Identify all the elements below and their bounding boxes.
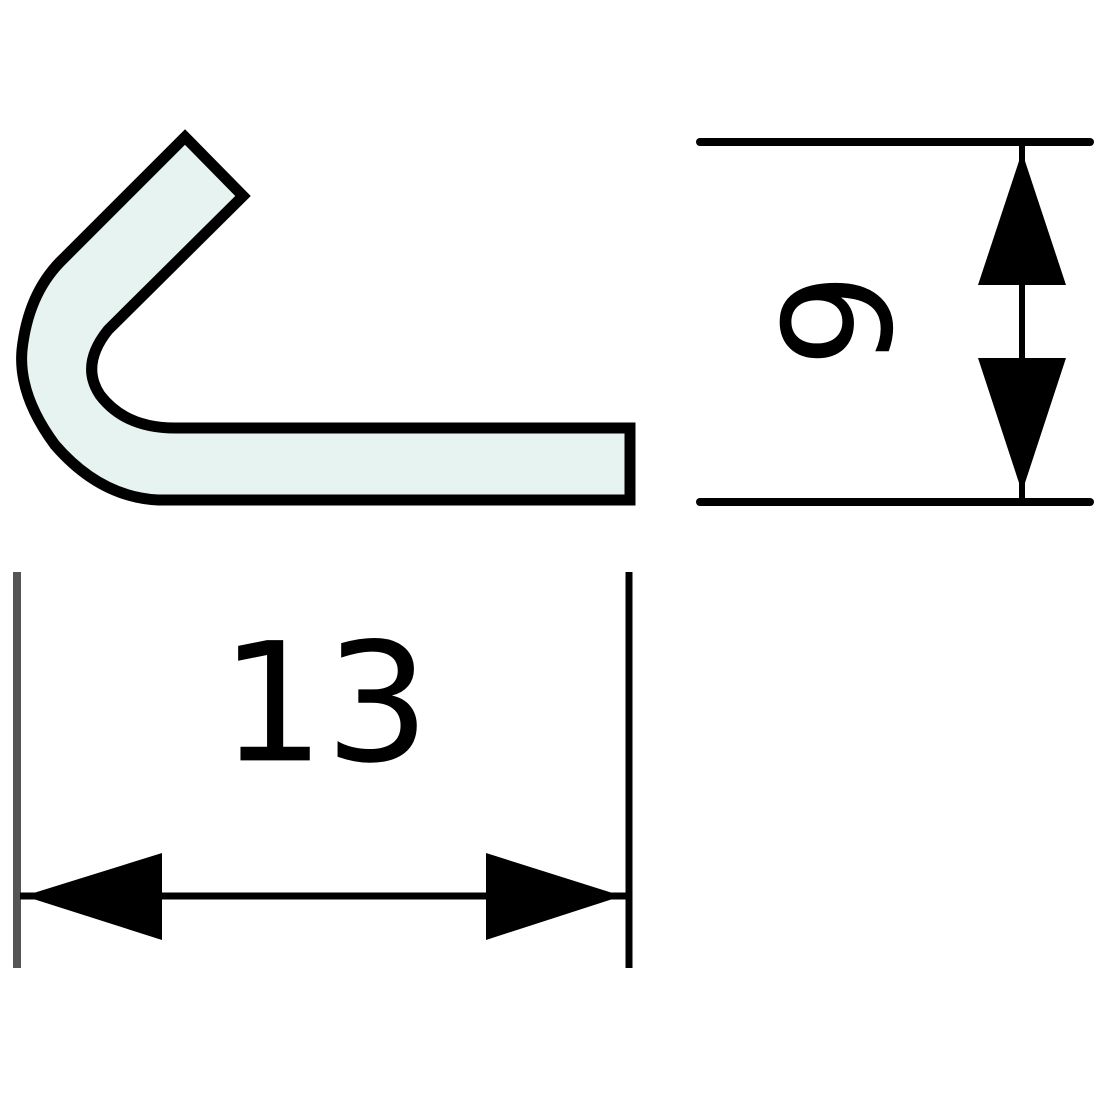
- arrow-left-icon: [24, 853, 162, 940]
- arrow-up-icon: [978, 152, 1066, 285]
- arrow-right-icon: [486, 853, 622, 940]
- width-value: 13: [220, 607, 430, 799]
- height-value: 9: [753, 272, 927, 367]
- width-dimension: 13: [13, 572, 633, 968]
- height-dimension: 9: [696, 138, 1094, 506]
- arrow-down-icon: [978, 358, 1066, 492]
- hook-profile: [16, 129, 636, 506]
- profile-outline: [16, 129, 636, 506]
